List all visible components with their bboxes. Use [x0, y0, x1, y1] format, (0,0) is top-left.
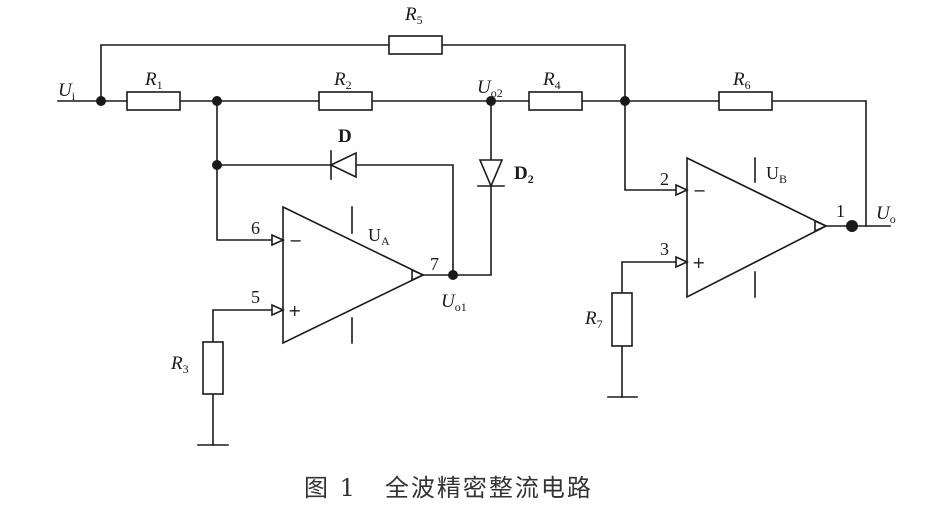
diode-d-label: D: [338, 126, 352, 147]
junctions: [96, 96, 858, 280]
resistor-r4: [528, 91, 583, 111]
diode-d-wire: [216, 164, 454, 276]
diode-d2-label: D2: [514, 163, 534, 186]
pin-ub-output: 1: [836, 201, 845, 221]
opamp-ub: [686, 156, 828, 299]
ua-minus-sign: −: [289, 231, 302, 250]
input-arrows: [271, 183, 828, 317]
ua-output-wire: [422, 100, 492, 276]
ub-minus-sign: −: [693, 181, 706, 200]
ub-noninverting-wire: [621, 261, 688, 398]
resistors: [126, 35, 773, 395]
resistor-r1: [126, 91, 181, 111]
pin-ua-noninverting: 5: [251, 287, 260, 307]
diode-d2: [477, 159, 505, 189]
resistor-r3: [202, 341, 224, 395]
pin-ub-noninverting: 3: [660, 239, 669, 259]
ua-noninverting-wire: [212, 309, 284, 446]
r5-label: R5: [404, 4, 423, 27]
output-label: Uo: [876, 203, 896, 226]
figure-caption: 图 1 全波精密整流电路: [304, 474, 593, 502]
r2-label: R2: [333, 69, 352, 92]
pin-ua-output: 7: [430, 254, 439, 274]
uo1-label: Uo1: [441, 291, 467, 314]
pin-ub-inverting: 2: [660, 169, 669, 189]
resistor-r2: [318, 91, 373, 111]
opamp-ua-label: UA: [368, 225, 390, 248]
pin-ua-inverting: 6: [251, 218, 260, 238]
wires: [57, 44, 891, 446]
ua-plus-sign: +: [288, 301, 301, 320]
input-label: Ui: [58, 80, 76, 103]
ua-inverting-wire: [216, 100, 284, 241]
figure-title: 全波精密整流电路: [385, 474, 593, 502]
r5-bypass-wire: [100, 44, 626, 102]
opamp-ub-label: UB: [766, 163, 787, 186]
diode-d: [329, 150, 357, 180]
opamp-ua: [282, 205, 425, 345]
resistor-r6: [718, 91, 773, 111]
r3-label: R3: [170, 353, 189, 376]
uo2-label: Uo2: [477, 77, 503, 100]
figure-number: 图 1: [304, 474, 357, 502]
resistor-r5: [388, 35, 443, 55]
r6-label: R6: [732, 69, 751, 92]
r7-label: R7: [584, 308, 603, 331]
r1-label: R1: [144, 69, 163, 92]
resistor-r7: [611, 292, 633, 347]
ub-plus-sign: +: [692, 253, 705, 272]
r4-label: R4: [542, 69, 561, 92]
ub-inverting-wire: [624, 100, 688, 191]
